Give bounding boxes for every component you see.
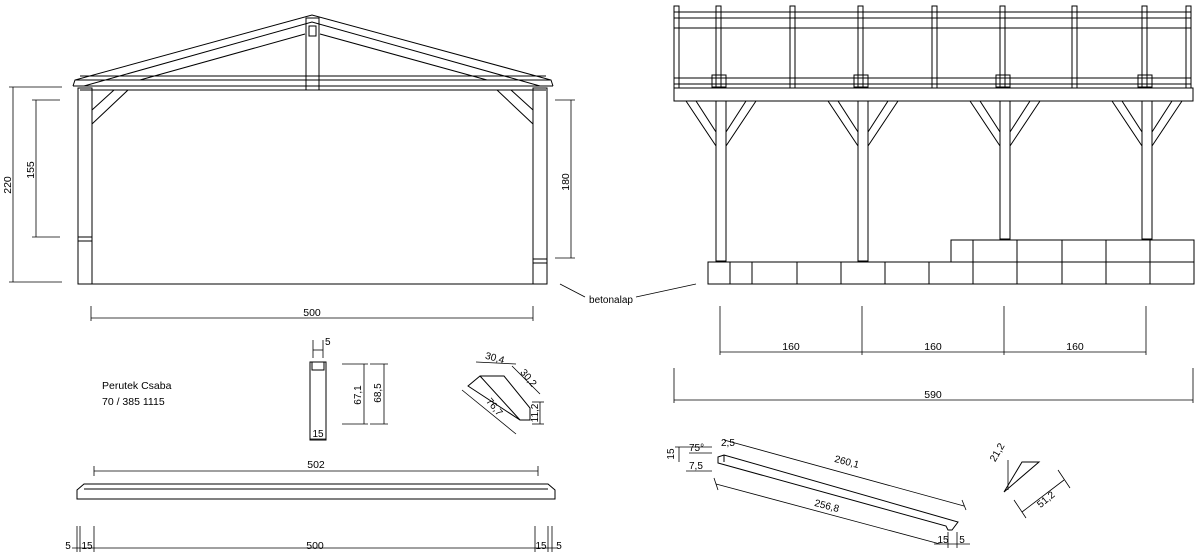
dim-bay-1: 160 [782,341,800,353]
beam-dim-right-a: 15 [535,541,547,552]
beam-dim-length: 502 [307,459,325,471]
wedge-detail: 21,2 51,2 [988,441,1071,519]
rafter-dim-top-length: 260,1 [833,454,860,471]
dim-height-total: 220 [2,176,14,194]
author-note: Perutek Csaba 70 / 385 1115 [102,380,172,408]
beam-dim-left-b: 15 [81,541,93,552]
author-name: Perutek Csaba [102,380,172,392]
dim-width: 500 [303,307,321,319]
rafter-dim-end-a: 15 [937,535,949,546]
brace-dim-top-right: 30,2 [517,367,538,389]
front-view: 220 155 180 500 [2,14,575,321]
rafter-dim-bottom-length: 256,8 [813,498,840,515]
dim-height-post: 180 [560,173,572,191]
foundation-label: betonalap [589,295,633,306]
rafter-dim-end-b: 5 [959,535,965,546]
post-dim-outer: 68,5 [373,383,384,403]
brace-detail: 30,4 30,2 76,7 11,2 [461,351,544,435]
brace-dim-height: 11,2 [530,403,541,422]
rafter-dim-notch: 2,5 [721,438,735,449]
brace-dim-top-left: 30,4 [484,351,506,367]
post-dim-bottom: 15 [312,429,324,440]
dim-bay-3: 160 [1066,341,1084,353]
rafter-dim-seat: 7,5 [689,461,703,472]
rafter-dim-angle: 75° [689,443,704,454]
dim-height-wall: 155 [25,161,37,179]
post-detail: 5 15 67,1 68,5 [309,337,388,441]
author-phone: 70 / 385 1115 [102,396,165,408]
dim-bay-2: 160 [924,341,942,353]
rafter-detail: 260,1 256,8 15 75° 2,5 7,5 15 5 [666,438,970,548]
dim-side-total: 590 [924,389,942,401]
beam-dim-right-b: 5 [556,541,562,552]
post-dim-top: 5 [325,337,331,348]
rafter-dim-depth: 15 [666,448,677,460]
wedge-dim-height: 21,2 [988,441,1007,464]
beam-dim-span: 500 [306,540,324,552]
beam-dim-left-a: 5 [65,541,71,552]
side-view: betonalap 160 160 160 590 [559,5,1195,403]
beam-detail: 502 5 15 500 15 5 [65,459,562,552]
wedge-dim-length: 51,2 [1035,489,1057,510]
post-dim-inner: 67,1 [353,385,364,405]
